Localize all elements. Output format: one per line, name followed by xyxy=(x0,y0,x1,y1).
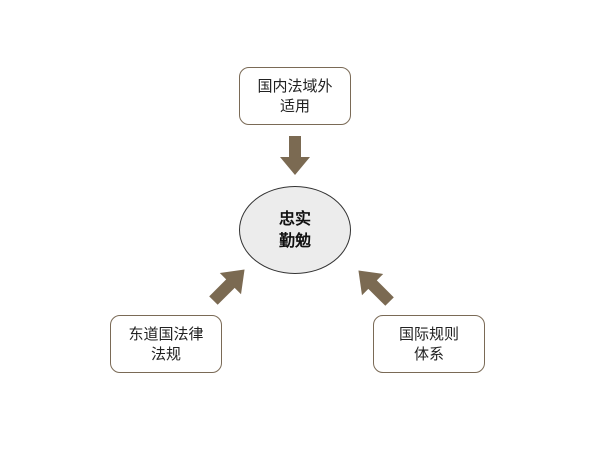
center-node-loyalty-diligence: 忠实 勤勉 xyxy=(239,186,351,274)
arrow-left-to-center xyxy=(209,269,245,305)
node-top-label: 国内法域外 适用 xyxy=(257,77,333,115)
node-domestic-law-extraterritorial: 国内法域外 适用 xyxy=(239,67,351,125)
arrow-top-to-center xyxy=(280,136,310,175)
center-node-label: 忠实 勤勉 xyxy=(278,209,311,250)
node-host-country-law: 东道国法律 法规 xyxy=(110,315,222,373)
node-left-label: 东道国法律 法规 xyxy=(128,325,204,363)
node-right-label: 国际规则 体系 xyxy=(398,325,459,363)
arrow-right-to-center xyxy=(358,270,394,306)
node-international-rules: 国际规则 体系 xyxy=(373,315,485,373)
